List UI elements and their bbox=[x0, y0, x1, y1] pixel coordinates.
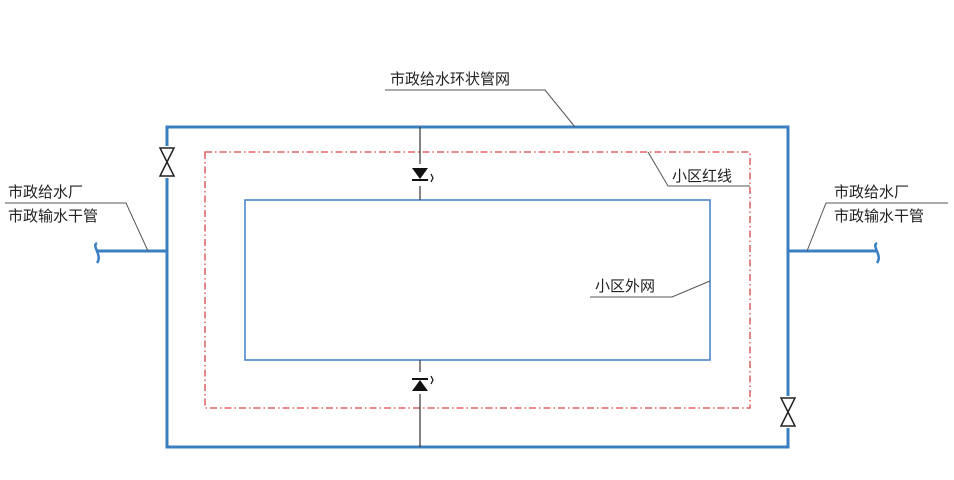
right-source-label-1: 市政给水厂 bbox=[834, 183, 909, 201]
municipal-ring-pipe bbox=[165, 125, 790, 449]
left-source-label-2: 市政输水干管 bbox=[8, 207, 98, 225]
bottom-check-valve-icon bbox=[409, 372, 434, 394]
left-source-leader bbox=[5, 202, 149, 252]
right-source-label-2: 市政输水干管 bbox=[834, 207, 924, 225]
outer-network-label: 小区外网 bbox=[595, 277, 655, 295]
community-red-line bbox=[204, 151, 751, 409]
outer-network-leader bbox=[590, 280, 711, 298]
ring-network-leader bbox=[385, 89, 576, 128]
ring-network-label: 市政给水环状管网 bbox=[390, 70, 510, 88]
left-pipe-end-icon bbox=[94, 241, 100, 264]
right-gate-valve-icon bbox=[779, 396, 797, 428]
right-source-leader bbox=[806, 202, 948, 252]
right-pipe-end-icon bbox=[874, 241, 880, 264]
red-line-label: 小区红线 bbox=[672, 167, 732, 185]
left-gate-valve-icon bbox=[158, 146, 176, 178]
top-check-valve-icon bbox=[409, 164, 434, 186]
left-source-label-1: 市政给水厂 bbox=[8, 183, 83, 201]
red-line-leader bbox=[647, 151, 750, 187]
community-outer-network bbox=[244, 199, 711, 361]
